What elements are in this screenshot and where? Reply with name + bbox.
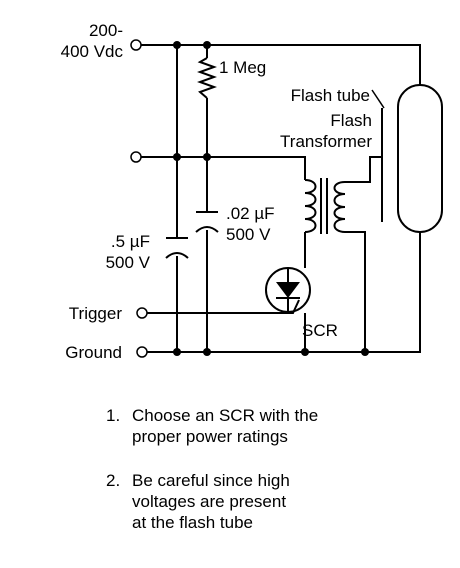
big-capacitor-label: .5 µF 500 V — [106, 232, 151, 272]
label-line: .02 µF — [226, 204, 275, 223]
label-line: Flash tube — [291, 86, 370, 105]
notes-list: 1. Choose an SCR with the proper power r… — [106, 405, 446, 556]
flash-transformer-symbol — [304, 178, 346, 234]
label-line: 500 V — [106, 253, 151, 272]
ground-label: Ground — [65, 343, 122, 362]
supply-label: 200- 400 Vdc — [61, 21, 124, 61]
note-text: Choose an SCR with the proper power rati… — [132, 406, 319, 446]
label-line: Trigger — [69, 304, 123, 323]
scr-label: SCR — [302, 321, 338, 340]
label-line: 1 Meg — [219, 58, 266, 77]
resistor-label: 1 Meg — [219, 58, 266, 77]
label-line: SCR — [302, 321, 338, 340]
terminals — [130, 39, 148, 358]
trigger-label: Trigger — [69, 304, 123, 323]
note-number: 1. — [106, 406, 121, 425]
note-item: 2. Be careful since high voltages are pr… — [106, 470, 446, 533]
label-line: 400 Vdc — [61, 42, 124, 61]
junction-dots — [173, 41, 369, 356]
label-line: Flash — [330, 111, 372, 130]
ground-terminal — [136, 346, 148, 358]
label-line: .5 µF — [111, 232, 150, 251]
supply-terminal — [130, 39, 142, 51]
flash-tube-symbol — [371, 84, 443, 233]
note-number: 2. — [106, 471, 121, 490]
label-line: 500 V — [226, 225, 271, 244]
small-capacitor-label: .02 µF 500 V — [226, 204, 275, 244]
label-line: 200- — [89, 21, 123, 40]
small-capacitor-symbol — [195, 211, 219, 233]
flash-tube-label: Flash tube — [291, 86, 370, 105]
resistor-symbol — [197, 57, 217, 99]
label-line: Ground — [65, 343, 122, 362]
note-text: Be careful since high voltages are prese… — [132, 471, 290, 532]
label-line: Transformer — [280, 132, 372, 151]
scr-symbol — [265, 267, 311, 313]
circuit-wires — [140, 44, 421, 353]
note-item: 1. Choose an SCR with the proper power r… — [106, 405, 446, 447]
big-capacitor-symbol — [165, 237, 189, 259]
middle-terminal — [130, 151, 142, 163]
trigger-terminal — [136, 307, 148, 319]
